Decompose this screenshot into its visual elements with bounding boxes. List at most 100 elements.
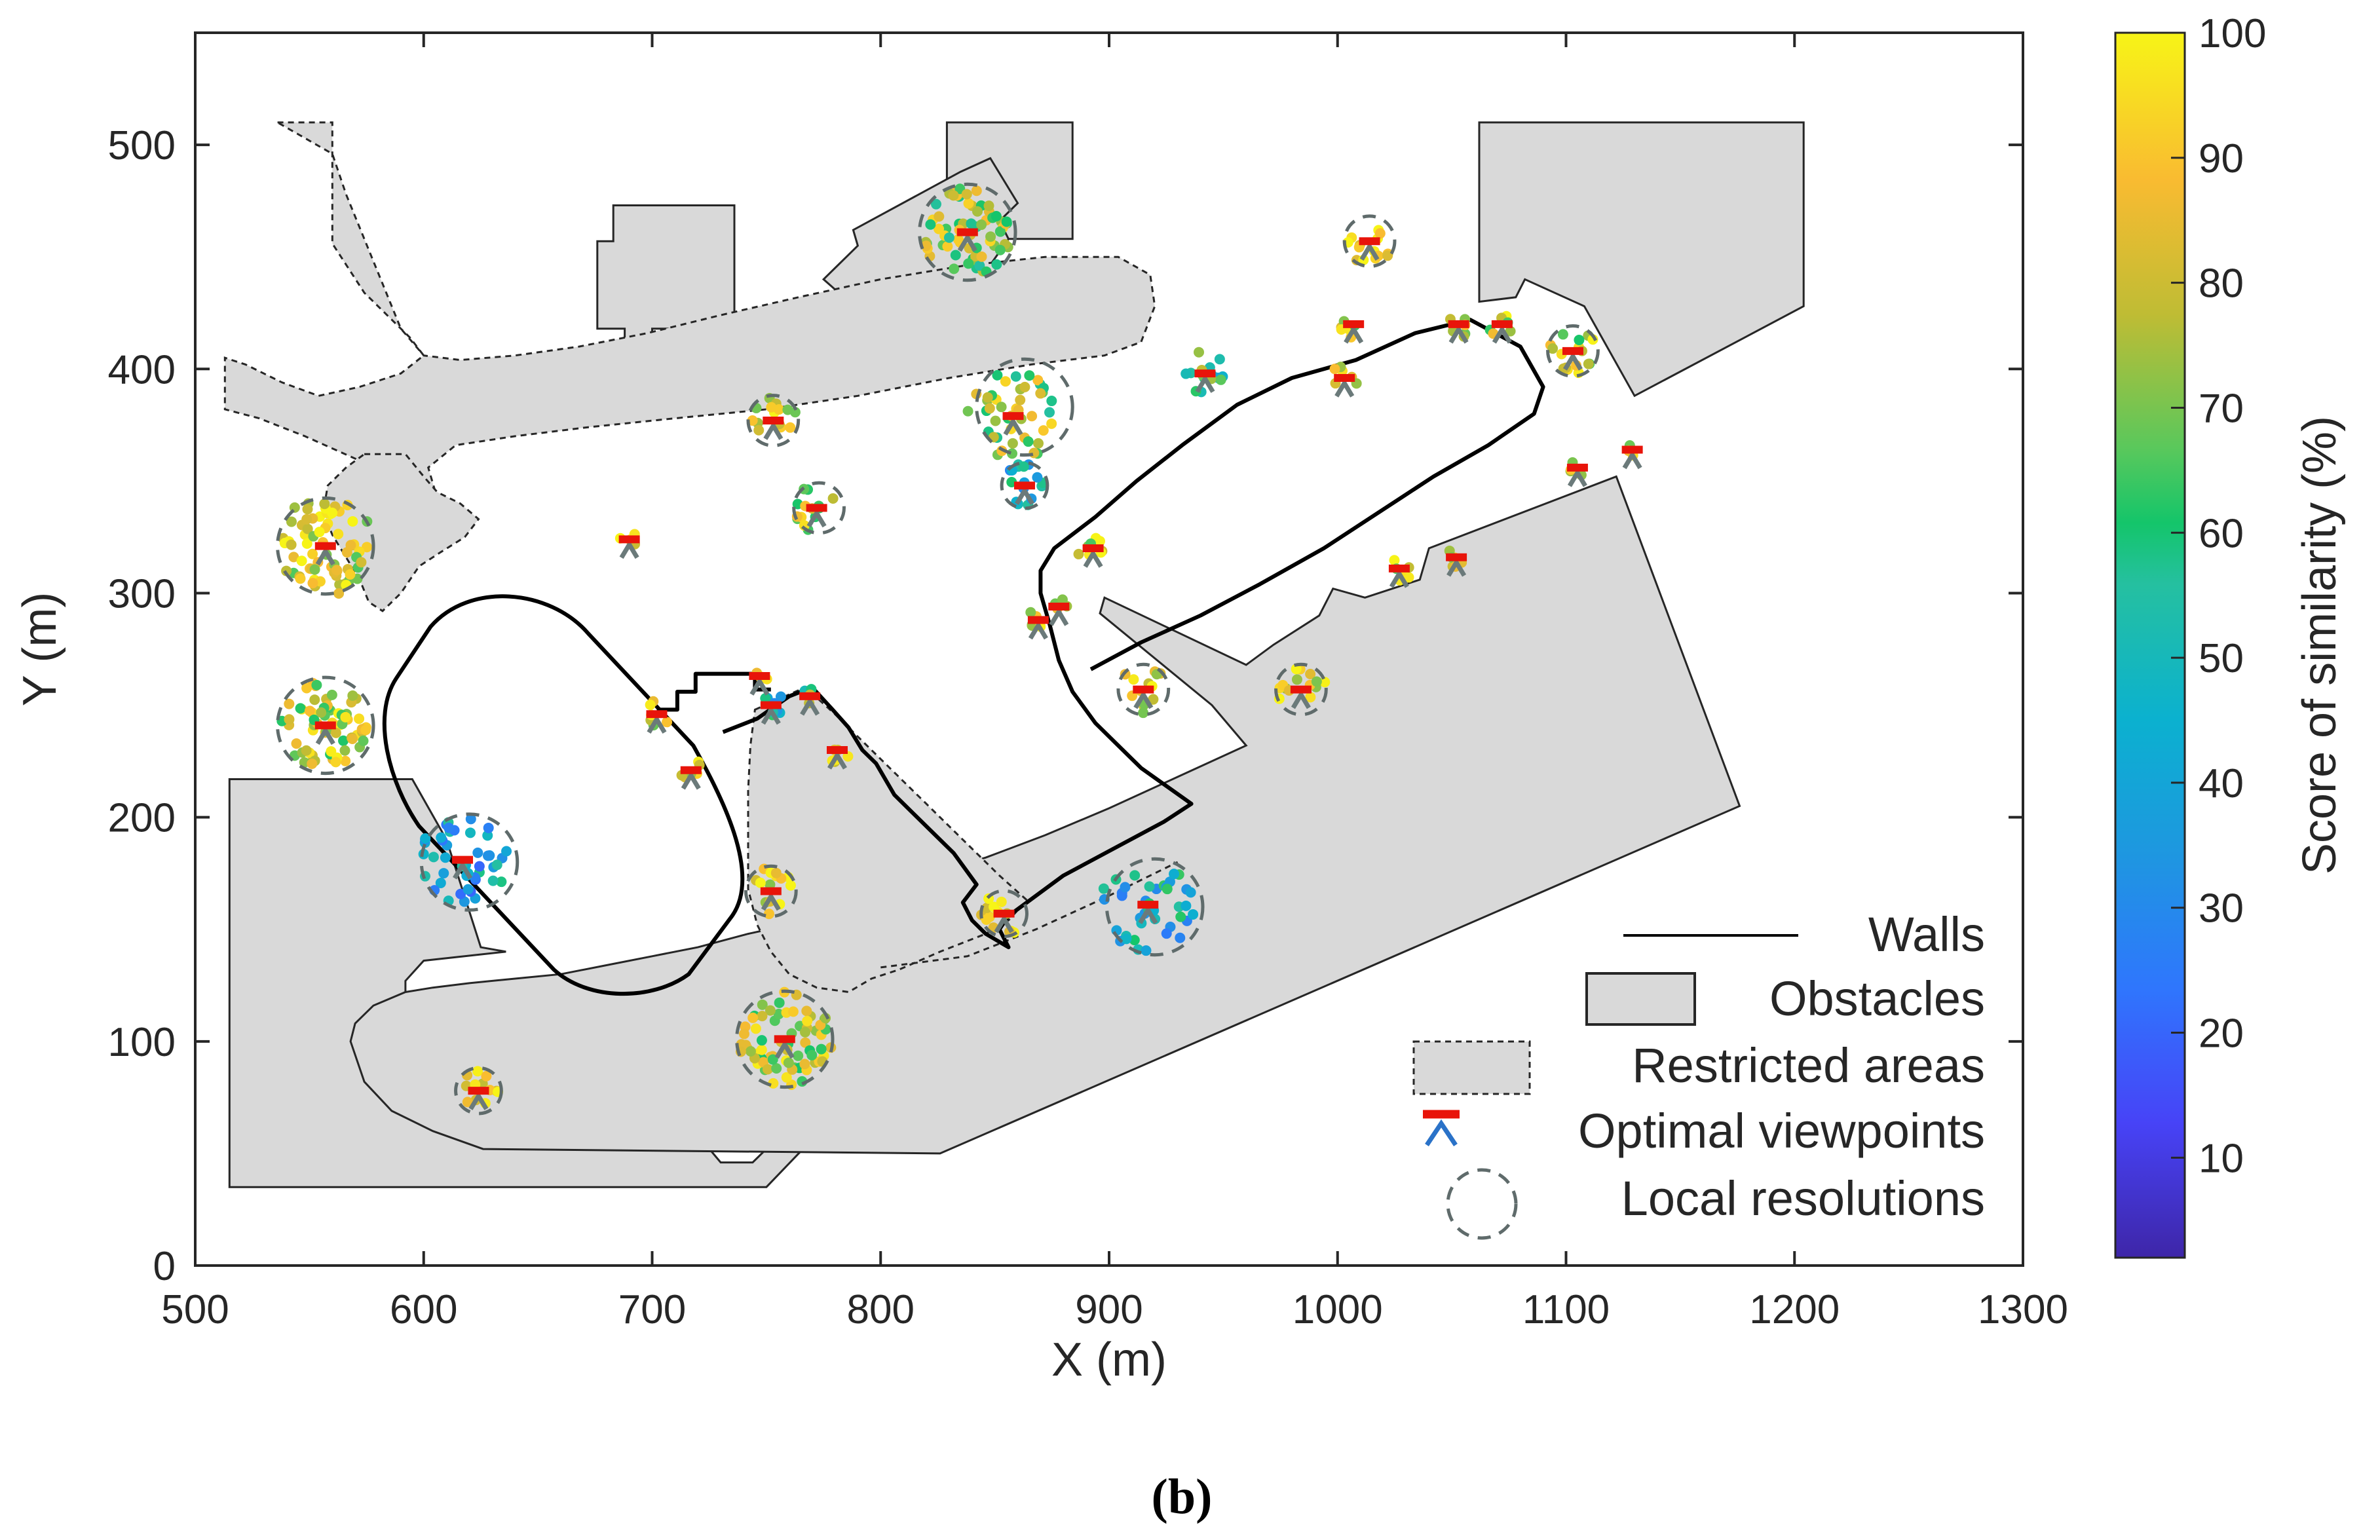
similarity-point [1305,669,1316,680]
similarity-point [972,206,983,217]
similarity-point [738,1028,749,1040]
similarity-point [1023,436,1034,447]
similarity-point [1161,928,1172,939]
similarity-point [1329,364,1340,375]
similarity-point [976,251,987,262]
local-resolution-circle [276,496,375,596]
similarity-point [463,884,474,895]
viewpoint-arrow [749,677,770,696]
local-resolution-circle [1274,662,1328,717]
similarity-point [1505,326,1516,337]
similarity-point [793,1050,804,1061]
similarity-point [339,745,350,756]
viewpoint-arrow [1083,549,1103,568]
similarity-point [301,514,312,525]
similarity-point [757,1011,768,1022]
similarity-point [291,738,302,749]
colorbar-tick-label: 80 [2199,261,2244,307]
legend: Walls Obstacles Restricted areas Optimal… [1412,907,1985,1240]
local-resolution-circle [1546,324,1600,378]
optimal-viewpoint [680,766,702,790]
similarity-point [994,244,1006,255]
similarity-point [307,758,318,769]
colorbar-title: Score of similarity (%) [2294,416,2346,874]
similarity-cloud [278,498,373,599]
similarity-point [750,1023,761,1034]
similarity-point [481,1070,492,1081]
similarity-point [966,218,977,229]
similarity-point [360,724,371,736]
similarity-point [1032,472,1043,483]
similarity-point [799,1059,810,1070]
similarity-point [783,1057,794,1068]
similarity-point [745,1046,756,1057]
viewpoint-arrow [1028,620,1048,640]
similarity-point [1046,396,1057,407]
figure-caption: (b) [1152,1469,1213,1524]
viewpoint-arrow [1567,468,1587,487]
viewpoint-arrow [315,726,335,745]
similarity-point [1032,375,1044,386]
optimal-viewpoint [1133,685,1154,709]
viewpoint-arrow [1003,417,1023,436]
optimal-viewpoint [763,416,784,440]
similarity-point [330,727,341,738]
obstacle [1478,121,1805,398]
similarity-point [347,516,358,527]
similarity-cloud [1274,664,1331,704]
obstacle [349,475,1741,1155]
similarity-point [286,539,297,550]
local-resolution-circle [454,1066,503,1116]
similarity-point [1121,933,1132,945]
x-tick-label: 600 [390,1287,457,1332]
similarity-point [455,888,466,899]
similarity-cloud [751,863,796,920]
local-resolution-circle [979,889,1029,939]
similarity-point [996,896,1007,907]
similarity-point [756,1044,767,1055]
optimal-viewpoint [1448,320,1469,344]
optimal-viewpoint [452,855,474,880]
similarity-point [326,746,337,757]
similarity-point [982,392,993,403]
similarity-point [1291,664,1302,675]
similarity-cloud [735,986,837,1090]
optimal-viewpoint [1048,602,1070,626]
similarity-point [976,219,987,231]
similarity-point [985,231,996,242]
similarity-point [771,1062,782,1074]
y-tick-label: 400 [108,347,176,392]
similarity-point [816,1043,827,1055]
restricted-area [223,121,1156,502]
similarity-point [1215,374,1226,385]
similarity-point [465,814,476,825]
similarity-point [1291,674,1302,685]
similarity-point [302,504,313,515]
similarity-point [1141,945,1152,956]
similarity-point [770,867,782,878]
similarity-point [1129,935,1140,946]
similarity-point [1032,438,1044,449]
similarity-point [1138,707,1149,719]
similarity-point [763,909,774,920]
similarity-point [757,999,768,1010]
legend-resolution-label: Local resolutions [1621,1171,1985,1226]
optimal-viewpoint [314,721,336,745]
y-tick-label: 100 [108,1020,176,1065]
viewpoint-arrow [1622,450,1642,470]
similarity-point [766,402,777,413]
similarity-point [436,832,447,843]
colorbar-tick-label: 70 [2199,386,2244,431]
similarity-point [307,578,318,589]
y-tick-label: 0 [153,1244,176,1289]
similarity-point [760,693,771,704]
similarity-point [358,735,369,746]
y-tick-label: 200 [108,796,176,841]
similarity-point [963,258,974,269]
optimal-viewpoint [826,745,848,770]
similarity-point [1574,335,1585,346]
optimal-viewpoint [993,909,1015,933]
x-axis-title: X (m) [1051,1334,1167,1386]
similarity-point [316,707,327,718]
similarity-point [487,875,499,886]
